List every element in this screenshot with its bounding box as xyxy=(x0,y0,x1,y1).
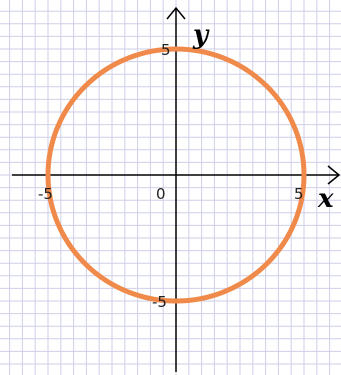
x-axis-label: x xyxy=(317,184,334,214)
y-tick-label: -5 xyxy=(152,293,167,311)
circle-curve xyxy=(45,46,307,304)
y-axis-label: y xyxy=(192,20,210,50)
axes xyxy=(12,6,341,372)
x-tick-label: -5 xyxy=(38,185,53,203)
x-axis-arrow xyxy=(327,165,341,185)
y-tick-label: 5 xyxy=(161,41,171,59)
x-tick-label: 5 xyxy=(294,185,304,203)
y-axis-arrow xyxy=(166,6,186,20)
x-tick-label: 0 xyxy=(156,185,166,203)
labels: x y -5 0 5 5 -5 xyxy=(38,20,334,311)
curves xyxy=(45,46,307,304)
